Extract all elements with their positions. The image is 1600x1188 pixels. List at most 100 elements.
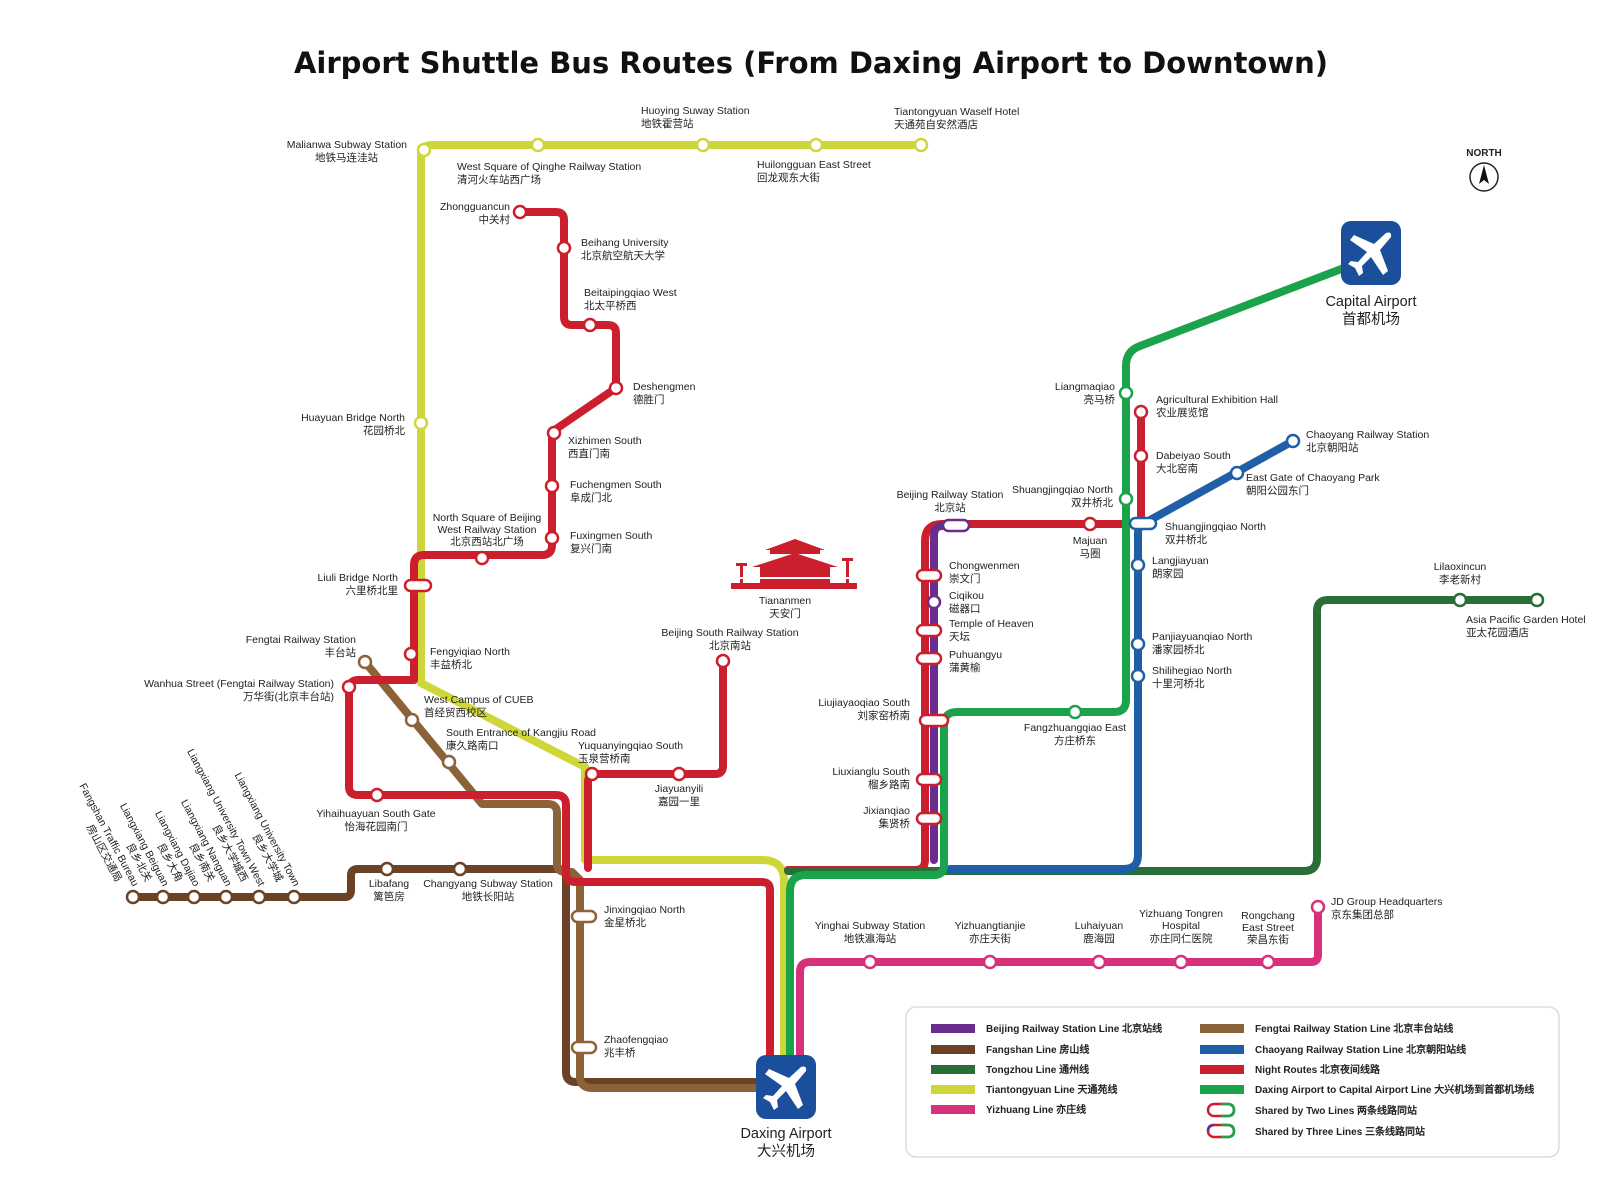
station-marker[interactable] [369,787,385,803]
shared-station-marker[interactable] [915,623,943,638]
station-marker[interactable] [1133,404,1149,420]
station-marker[interactable] [1130,636,1146,652]
shared-station-marker[interactable] [918,713,950,728]
station-marker[interactable] [1529,592,1545,608]
station-marker[interactable] [251,889,267,905]
station-marker[interactable] [546,425,562,441]
station-marker[interactable] [186,889,202,905]
station-marker[interactable] [1260,954,1276,970]
shared-station-marker[interactable] [915,811,943,826]
station-marker[interactable] [1118,385,1134,401]
station-marker[interactable] [403,646,419,662]
station-marker[interactable] [1130,557,1146,573]
station-marker[interactable] [862,954,878,970]
station-marker[interactable] [1285,433,1301,449]
station-marker[interactable] [695,137,711,153]
station-label[interactable]: West Square of Qinghe Railway Station清河火… [457,161,641,186]
station-marker[interactable] [556,240,572,256]
station-marker[interactable] [357,654,373,670]
station-marker[interactable] [544,478,560,494]
station-marker[interactable] [1130,668,1146,684]
station-marker[interactable] [413,415,429,431]
station-marker[interactable] [341,679,357,695]
shared-station-marker[interactable] [915,568,943,583]
shared-station-marker[interactable] [570,909,598,924]
station-marker[interactable] [404,712,420,728]
station-marker[interactable] [926,594,942,610]
station-marker[interactable] [715,653,731,669]
station-marker[interactable] [1067,704,1083,720]
station-marker[interactable] [1310,899,1326,915]
shared-station-marker[interactable] [915,772,943,787]
station-marker[interactable] [582,317,598,333]
station-marker[interactable] [218,889,234,905]
station-marker[interactable] [1452,592,1468,608]
station-marker[interactable] [416,142,432,158]
station-label[interactable]: Wanhua Street (Fengtai Railway Station)万… [144,678,334,703]
station-marker[interactable] [512,204,528,220]
station-marker[interactable] [1229,465,1245,481]
shared-station-marker[interactable] [403,578,433,593]
daxing-airport[interactable]: Daxing Airport 大兴机场 [740,1055,832,1160]
shared-station-marker[interactable] [1128,516,1158,531]
station-marker[interactable] [544,530,560,546]
station-marker[interactable] [608,380,624,396]
shared-station-marker[interactable] [941,518,971,533]
station-marker[interactable] [1091,954,1107,970]
station-marker[interactable] [982,954,998,970]
capital-airport[interactable]: Capital Airport 首都机场 [1325,221,1417,328]
station-marker[interactable] [1082,516,1098,532]
station-marker[interactable] [286,889,302,905]
station-marker[interactable] [530,137,546,153]
station-marker[interactable] [1118,491,1134,507]
station-marker[interactable] [474,550,490,566]
shared-station-marker[interactable] [570,1040,598,1055]
station-marker[interactable] [441,754,457,770]
station-marker[interactable] [379,861,395,877]
station-marker[interactable] [671,766,687,782]
